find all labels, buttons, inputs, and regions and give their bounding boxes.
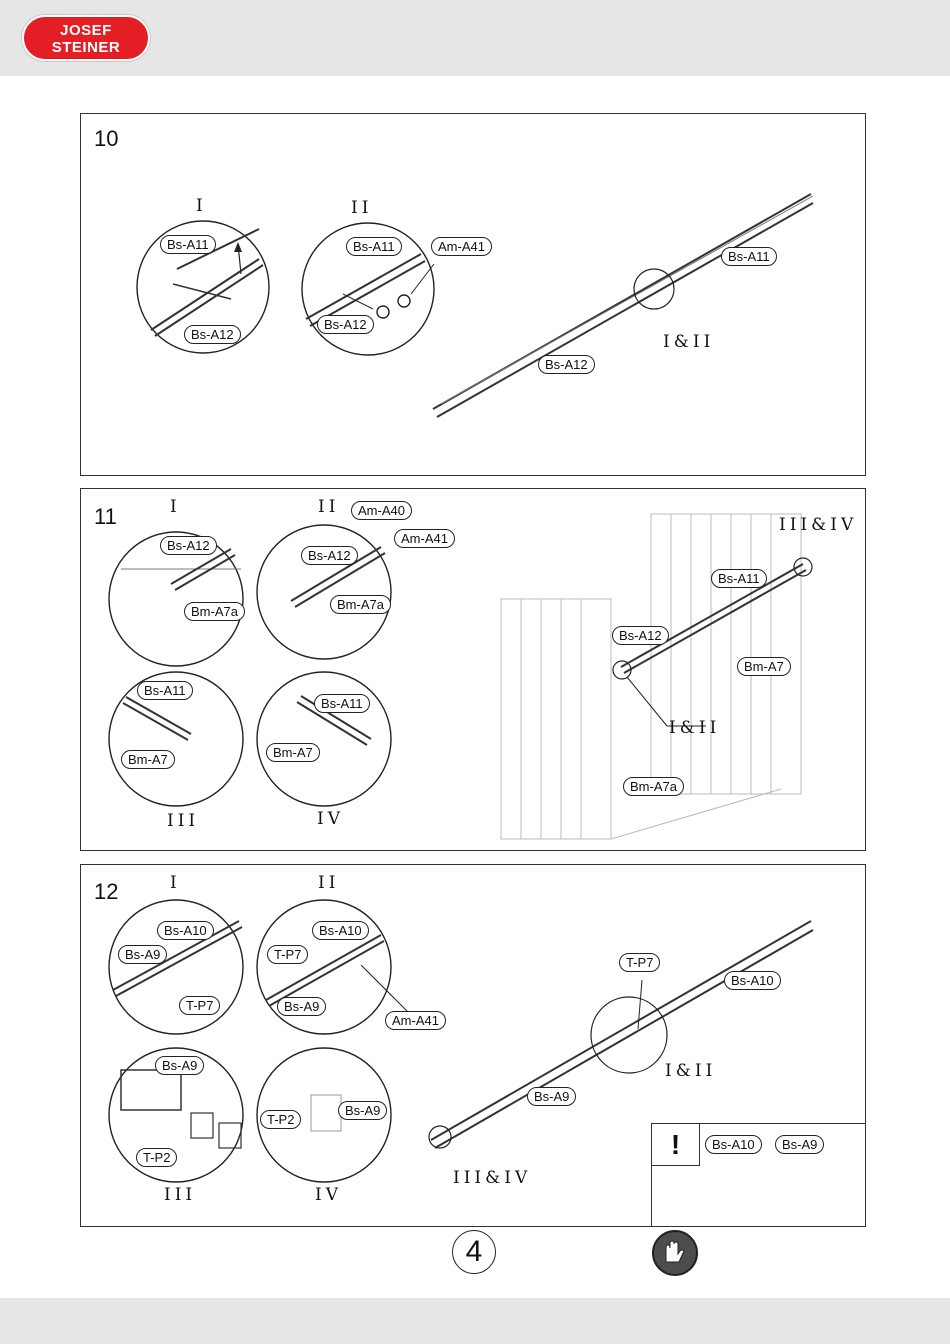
roman-combined-right: I&II xyxy=(665,1061,717,1081)
detail-circle-i xyxy=(108,899,244,1035)
roman-combined-mid: I&II xyxy=(669,718,721,738)
part-tag: Bs-A9 xyxy=(118,945,168,964)
highlight-circle xyxy=(633,268,675,310)
part-tag: T-P2 xyxy=(260,1110,302,1129)
part-tag: Bs-A12 xyxy=(301,546,358,565)
brand-logo: JOSEF STEINER xyxy=(22,15,150,61)
part-tag: Bs-A12 xyxy=(538,355,595,374)
roman-i: I xyxy=(170,497,181,517)
brand-line-2: STEINER xyxy=(51,39,121,56)
part-tag: Bs-A9 xyxy=(155,1056,205,1075)
step-11-panel: 11 I II III IV I xyxy=(80,488,866,851)
footer-bar xyxy=(0,1298,950,1344)
part-tag: Bm-A7a xyxy=(330,595,391,614)
part-tag: Bs-A9 xyxy=(338,1101,388,1120)
part-tag: Bm-A7a xyxy=(623,777,684,796)
part-tag: Bs-A10 xyxy=(724,971,781,990)
step-10-drawing xyxy=(136,193,814,418)
part-tag: Bm-A7 xyxy=(121,750,175,769)
detail-circle-ii xyxy=(256,524,392,660)
part-tag: Bs-A12 xyxy=(612,626,669,645)
roman-combined-left: III&IV xyxy=(453,1168,532,1188)
detail-circle-i xyxy=(136,220,270,354)
part-tag: Bs-A11 xyxy=(711,569,767,588)
gloves-icon xyxy=(652,1230,698,1276)
part-tag: Bs-A12 xyxy=(317,315,374,334)
detail-circle-iv xyxy=(256,1047,392,1183)
step-10-panel: 10 I II I&II Bs-A11 Bs-A12 Bs-A11 Bs-A12… xyxy=(80,113,866,476)
part-tag: Bm-A7a xyxy=(184,602,245,621)
roman-iv: IV xyxy=(317,809,344,829)
part-tag: Bs-A9 xyxy=(775,1135,825,1154)
part-tag: Am-A41 xyxy=(394,529,455,548)
part-tag: Bs-A11 xyxy=(137,681,193,700)
roman-combined: I&II xyxy=(663,332,715,352)
part-tag: T-P2 xyxy=(136,1148,178,1167)
detail-circle-i xyxy=(108,531,244,667)
detail-circle-iii xyxy=(108,1047,244,1183)
step-11-drawing xyxy=(108,513,813,840)
part-tag: Bs-A12 xyxy=(184,325,241,344)
header-bar: JOSEF STEINER xyxy=(0,0,950,76)
roman-iii: III xyxy=(167,811,200,831)
part-tag: Bs-A9 xyxy=(527,1087,577,1106)
part-tag: Bs-A11 xyxy=(314,694,370,713)
part-tag: Am-A41 xyxy=(431,237,492,256)
part-tag: Bs-A10 xyxy=(157,921,214,940)
part-tag: Bs-A11 xyxy=(721,247,777,266)
roman-ii: II xyxy=(351,198,373,218)
part-tag: Bs-A9 xyxy=(277,997,327,1016)
part-tag: Bm-A7 xyxy=(737,657,791,676)
page-number: 4 xyxy=(452,1230,496,1274)
step-12-panel: 12 I II III IV I&II III&IV Bs-A10 B xyxy=(80,864,866,1227)
part-tag: Bs-A12 xyxy=(160,536,217,555)
part-tag: Bs-A11 xyxy=(346,237,402,256)
roman-i: I xyxy=(196,196,207,216)
detail-circle-iv xyxy=(256,671,392,807)
part-tag: Bs-A10 xyxy=(705,1135,762,1154)
detail-circle-ii xyxy=(301,222,435,356)
part-tag: Am-A40 xyxy=(351,501,412,520)
part-tag: Bs-A11 xyxy=(160,235,216,254)
detail-circle-iii xyxy=(108,671,244,807)
warning-icon: ! xyxy=(652,1124,700,1166)
roman-ii: II xyxy=(318,873,340,893)
step-number: 11 xyxy=(94,504,117,529)
roman-combined-top: III&IV xyxy=(779,515,858,535)
part-tag: T-P7 xyxy=(267,945,309,964)
step-number: 12 xyxy=(94,879,119,904)
brand-line-1: JOSEF xyxy=(60,22,112,39)
part-tag: Bs-A10 xyxy=(312,921,369,940)
detail-circle-ii xyxy=(256,899,392,1035)
roman-iv: IV xyxy=(315,1185,342,1205)
part-tag: T-P7 xyxy=(179,996,221,1015)
roman-iii: III xyxy=(164,1185,197,1205)
part-tag: Bm-A7 xyxy=(266,743,320,762)
part-tag: Am-A41 xyxy=(385,1011,446,1030)
roman-ii: II xyxy=(318,497,340,517)
step-number: 10 xyxy=(94,126,119,151)
highlight-circle xyxy=(590,996,668,1074)
part-tag: T-P7 xyxy=(619,953,661,972)
roman-i: I xyxy=(170,873,181,893)
warning-box: ! Bs-A10 Bs-A9 xyxy=(651,1123,865,1226)
